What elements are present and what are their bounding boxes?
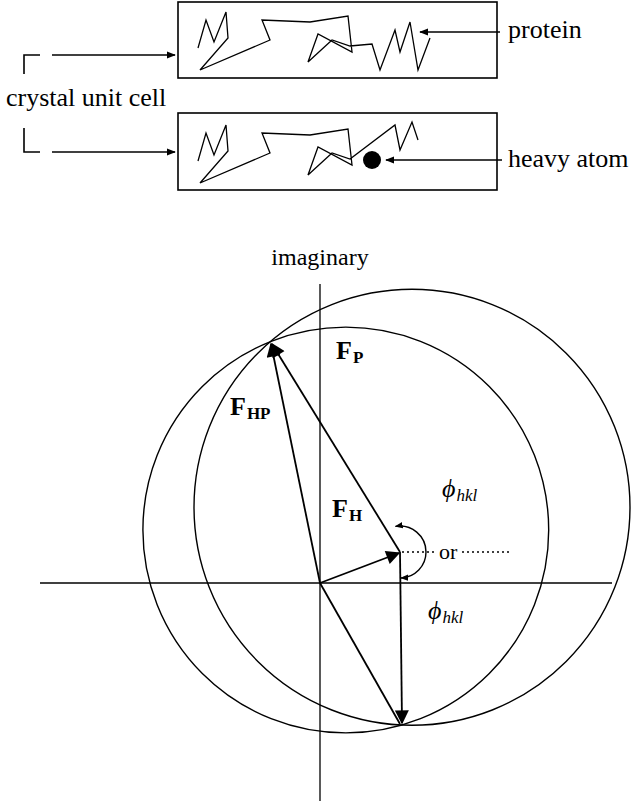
vector-fh — [320, 553, 399, 583]
bracket — [24, 55, 40, 74]
protein-chain — [198, 122, 418, 183]
angle-symbol: ϕ — [442, 474, 455, 504]
angle-subscript: hkl — [456, 486, 477, 506]
vector-symbol: F — [230, 392, 246, 422]
real-axis — [40, 582, 612, 583]
protein-chain — [198, 12, 430, 70]
heavy-atom-dot — [363, 151, 381, 169]
vector-subscript: P — [353, 348, 363, 368]
phase-arc — [401, 552, 426, 578]
vector-symbol: F — [332, 494, 348, 524]
angle-symbol: ϕ — [428, 596, 441, 626]
unit-cell — [178, 2, 497, 78]
vector-fhp-alt — [320, 583, 400, 724]
part-label: protein — [508, 15, 582, 45]
leader-arrow — [52, 151, 175, 153]
vector-subscript: HP — [247, 404, 271, 424]
vector-fhp — [271, 344, 320, 583]
bracket — [24, 128, 40, 152]
vector-fp — [272, 344, 400, 552]
phase-circle — [143, 327, 549, 733]
axis-label: imaginary — [271, 244, 368, 272]
leader-arrow — [386, 159, 502, 161]
phase-circle — [194, 289, 630, 725]
leader-arrow — [52, 54, 175, 56]
part-label: heavy atom — [508, 144, 629, 174]
angle-subscript: hkl — [442, 608, 463, 628]
imaginary-axis — [319, 284, 320, 801]
leader-arrow — [420, 31, 500, 33]
vector-subscript: H — [349, 506, 362, 526]
phase-arc — [396, 526, 427, 552]
unit-cell — [178, 113, 497, 190]
vector-symbol: F — [336, 336, 352, 366]
part-label: crystal unit cell — [6, 83, 166, 113]
connector-word: or — [437, 539, 459, 564]
